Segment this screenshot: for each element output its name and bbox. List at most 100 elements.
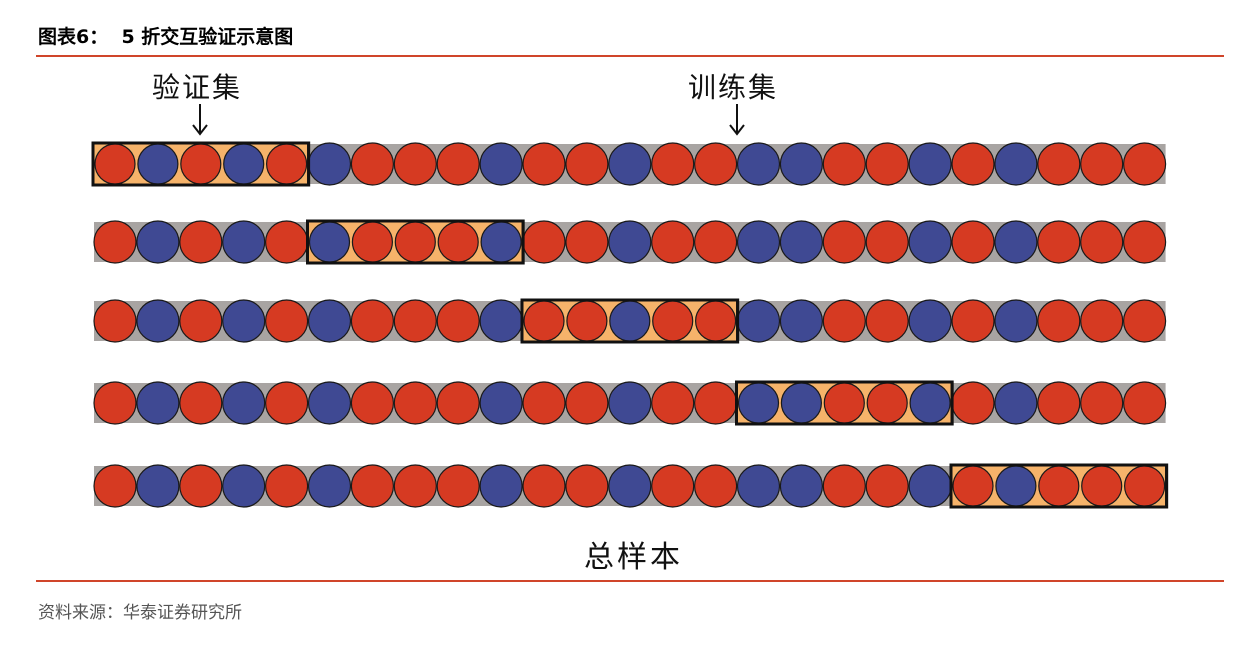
training-sample-red <box>865 299 909 343</box>
fold-row-3 <box>93 298 1167 344</box>
validation-sample-red <box>1038 465 1080 507</box>
training-sample-blue <box>136 381 180 425</box>
figure-title: 图表6： 5 折交互验证示意图 <box>38 26 294 48</box>
top-rule <box>36 55 1224 57</box>
validation-sample-red <box>180 143 222 185</box>
training-sample-red <box>865 464 909 508</box>
validation-sample-red <box>866 382 908 424</box>
validation-sample-red <box>523 300 565 342</box>
training-sample-red <box>1037 299 1081 343</box>
training-sample-red <box>865 220 909 264</box>
validation-sample-red <box>351 221 393 263</box>
training-sample-red <box>436 142 480 186</box>
validation-box-outline <box>735 380 954 426</box>
training-sample-blue <box>307 464 352 508</box>
validation-sample-red <box>823 382 865 424</box>
training-sample-blue <box>608 464 652 508</box>
fold-row-4 <box>93 380 1167 426</box>
training-sample-blue <box>479 299 523 343</box>
training-sample-red <box>350 464 394 508</box>
training-sample-red <box>1122 142 1167 186</box>
training-sample-red <box>436 381 480 425</box>
training-sample-red <box>393 464 437 508</box>
training-sample-red <box>1080 142 1124 186</box>
training-sample-blue <box>222 220 266 264</box>
training-sample-red <box>651 381 695 425</box>
validation-arrow-icon <box>192 104 208 136</box>
training-set-label: 训练集 <box>688 71 779 104</box>
training-sample-red <box>693 220 738 264</box>
fold-row-5 <box>93 463 1169 509</box>
fold-row-2 <box>93 219 1167 265</box>
training-sample-blue <box>479 464 523 508</box>
training-sample-red <box>1122 381 1167 425</box>
validation-sample-blue <box>223 143 265 185</box>
validation-set-label: 验证集 <box>152 71 243 104</box>
training-sample-red <box>93 381 137 425</box>
training-sample-red <box>436 464 480 508</box>
training-sample-blue <box>736 220 781 264</box>
training-sample-blue <box>736 464 781 508</box>
training-sample-blue <box>994 299 1038 343</box>
training-sample-red <box>1037 142 1081 186</box>
training-sample-red <box>393 299 437 343</box>
validation-sample-red <box>952 465 994 507</box>
validation-sample-blue <box>909 382 951 424</box>
training-sample-red <box>951 142 995 186</box>
validation-box-outline <box>306 219 525 265</box>
training-sample-red <box>1122 299 1167 343</box>
validation-sample-red <box>694 300 737 342</box>
validation-box-outline <box>949 463 1169 509</box>
bottom-rule <box>36 580 1224 582</box>
training-sample-red <box>1037 381 1081 425</box>
training-sample-red <box>651 220 695 264</box>
training-sample-red <box>265 299 309 343</box>
training-sample-red <box>1080 299 1124 343</box>
training-sample-blue <box>479 142 523 186</box>
validation-sample-red <box>266 143 308 185</box>
training-sample-red <box>822 464 866 508</box>
training-sample-blue <box>908 142 952 186</box>
training-sample-blue <box>779 299 824 343</box>
total-samples-label: 总样本 <box>584 540 683 575</box>
training-sample-red <box>651 464 695 508</box>
training-sample-red <box>822 299 866 343</box>
training-sample-blue <box>307 299 352 343</box>
training-sample-blue <box>736 299 781 343</box>
training-sample-red <box>393 381 437 425</box>
training-sample-blue <box>908 299 952 343</box>
training-sample-red <box>265 381 309 425</box>
training-sample-red <box>350 299 394 343</box>
validation-sample-red <box>1081 465 1123 507</box>
validation-sample-red <box>1123 465 1166 507</box>
training-sample-red <box>693 464 738 508</box>
training-sample-blue <box>908 464 952 508</box>
validation-sample-red <box>566 300 608 342</box>
training-sample-red <box>865 142 909 186</box>
training-sample-red <box>822 220 866 264</box>
validation-sample-red <box>437 221 479 263</box>
training-sample-blue <box>307 381 352 425</box>
validation-box-outline <box>91 141 311 187</box>
training-sample-red <box>693 381 738 425</box>
training-sample-blue <box>136 299 180 343</box>
training-sample-red <box>93 220 137 264</box>
validation-sample-blue <box>308 221 351 263</box>
training-sample-blue <box>222 299 266 343</box>
training-sample-red <box>1080 220 1124 264</box>
training-sample-red <box>179 299 223 343</box>
training-sample-red <box>436 299 480 343</box>
training-sample-red <box>951 299 995 343</box>
training-sample-blue <box>608 381 652 425</box>
training-sample-red <box>393 142 437 186</box>
training-sample-red <box>179 220 223 264</box>
training-sample-red <box>93 464 137 508</box>
training-sample-red <box>522 142 566 186</box>
training-sample-blue <box>779 142 824 186</box>
training-sample-blue <box>479 381 523 425</box>
training-sample-red <box>93 299 137 343</box>
validation-sample-red <box>652 300 694 342</box>
training-sample-blue <box>136 464 180 508</box>
training-sample-red <box>1122 220 1167 264</box>
